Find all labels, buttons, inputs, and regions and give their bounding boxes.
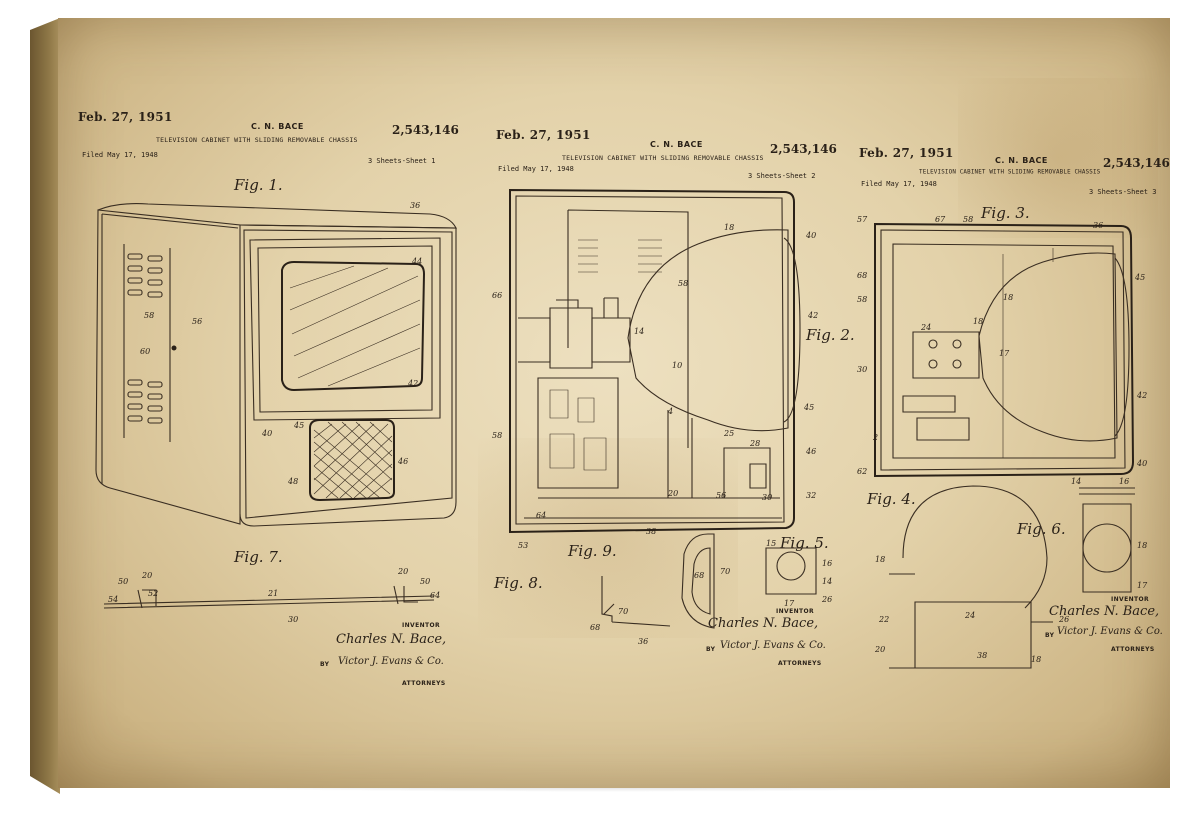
svg-text:58: 58 [492, 431, 502, 440]
svg-text:70: 70 [618, 607, 628, 616]
svg-text:2: 2 [872, 433, 878, 442]
svg-text:70: 70 [720, 567, 730, 576]
svg-text:40: 40 [1136, 459, 1147, 468]
patent-print-canvas: Feb. 27, 1951 C. N. BACE 2,543,146 TELEV… [58, 18, 1170, 788]
svg-text:57: 57 [857, 215, 868, 224]
svg-text:26: 26 [821, 595, 832, 604]
svg-text:36: 36 [410, 201, 420, 210]
svg-text:18: 18 [973, 317, 983, 326]
svg-text:45: 45 [803, 403, 814, 412]
fig-3-top-section-drawing: 57 67 58 36 45 42 40 18 68 58 30 2 24 18 17 62 18 22 2… [853, 18, 1170, 718]
svg-text:66: 66 [492, 291, 502, 300]
svg-text:46: 46 [397, 457, 408, 466]
svg-text:22: 22 [878, 615, 889, 624]
svg-text:67: 67 [935, 215, 946, 224]
canvas-side-edge [30, 18, 60, 794]
svg-text:44: 44 [411, 257, 422, 266]
svg-text:42: 42 [1136, 391, 1147, 400]
svg-text:60: 60 [140, 347, 150, 356]
svg-text:14: 14 [822, 577, 832, 586]
svg-text:17: 17 [1137, 581, 1148, 590]
svg-text:17: 17 [999, 349, 1010, 358]
svg-text:46: 46 [805, 447, 816, 456]
svg-text:40: 40 [261, 429, 272, 438]
sheet-3: Feb. 27, 1951 C. N. BACE 2,543,146 TELEV… [853, 18, 1170, 788]
svg-text:14: 14 [1071, 477, 1081, 486]
svg-text:20: 20 [874, 645, 885, 654]
svg-text:18: 18 [1137, 541, 1147, 550]
svg-text:30: 30 [288, 615, 298, 624]
svg-text:36: 36 [1093, 221, 1103, 230]
svg-text:38: 38 [646, 527, 656, 536]
svg-text:68: 68 [857, 271, 867, 280]
svg-text:16: 16 [1119, 477, 1129, 486]
svg-text:20: 20 [397, 567, 408, 576]
svg-text:25: 25 [723, 429, 734, 438]
svg-text:20: 20 [667, 489, 678, 498]
fig-2-cross-section-drawing: 18 40 42 45 58 66 14 10 4 25 28 58 20 56 30 32 46 64 3… [488, 18, 868, 718]
svg-text:15: 15 [766, 539, 776, 548]
svg-text:52: 52 [148, 589, 158, 598]
svg-text:50: 50 [420, 577, 430, 586]
svg-text:64: 64 [536, 511, 546, 520]
svg-text:58: 58 [857, 295, 867, 304]
svg-text:26: 26 [1058, 615, 1069, 624]
svg-text:38: 38 [977, 651, 987, 660]
svg-text:40: 40 [805, 231, 816, 240]
svg-text:48: 48 [287, 477, 298, 486]
svg-text:68: 68 [590, 623, 600, 632]
svg-text:68: 68 [694, 571, 704, 580]
svg-text:32: 32 [806, 491, 816, 500]
svg-text:58: 58 [963, 215, 973, 224]
svg-text:56: 56 [192, 317, 202, 326]
svg-text:18: 18 [1003, 293, 1013, 302]
svg-text:28: 28 [749, 439, 760, 448]
svg-text:17: 17 [784, 599, 795, 608]
svg-text:50: 50 [118, 577, 128, 586]
svg-text:62: 62 [857, 467, 867, 476]
svg-text:54: 54 [108, 595, 118, 604]
svg-text:56: 56 [716, 491, 726, 500]
svg-text:24: 24 [964, 611, 975, 620]
svg-text:45: 45 [1134, 273, 1145, 282]
svg-text:21: 21 [267, 589, 278, 598]
svg-text:64: 64 [430, 591, 440, 600]
svg-text:20: 20 [141, 571, 152, 580]
svg-text:4: 4 [667, 407, 673, 416]
svg-text:30: 30 [762, 493, 772, 502]
svg-text:18: 18 [1031, 655, 1041, 664]
svg-text:58: 58 [144, 311, 154, 320]
svg-text:42: 42 [407, 379, 418, 388]
svg-text:45: 45 [293, 421, 304, 430]
sheet-2: Feb. 27, 1951 C. N. BACE 2,543,146 TELEV… [488, 18, 868, 788]
svg-text:53: 53 [518, 541, 528, 550]
svg-text:30: 30 [857, 365, 867, 374]
fig-1-tv-cabinet-drawing: 586056 364442 40454648 50205254 20506421… [58, 18, 478, 718]
svg-text:10: 10 [672, 361, 682, 370]
svg-text:58: 58 [678, 279, 688, 288]
svg-text:18: 18 [875, 555, 885, 564]
svg-text:36: 36 [638, 637, 648, 646]
svg-text:42: 42 [807, 311, 818, 320]
svg-text:16: 16 [822, 559, 832, 568]
svg-text:18: 18 [724, 223, 734, 232]
sheet-1: Feb. 27, 1951 C. N. BACE 2,543,146 TELEV… [58, 18, 478, 788]
svg-text:14: 14 [634, 327, 644, 336]
svg-text:24: 24 [920, 323, 931, 332]
